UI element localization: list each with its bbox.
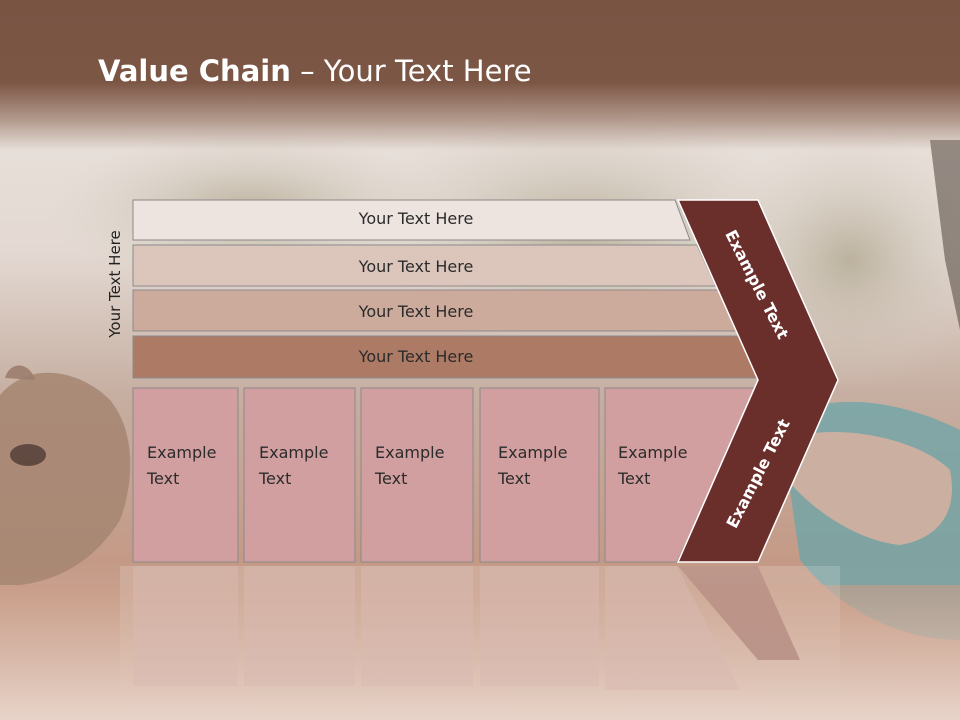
columns-group: Example Text Example Text Example Text E… [132, 387, 761, 563]
column-5-line1: Example [618, 443, 687, 462]
column-1-line1: Example [147, 443, 216, 462]
column-3-line1: Example [375, 443, 444, 462]
column-5-line2: Text [617, 469, 650, 488]
column-4[interactable] [479, 387, 600, 563]
slide-title-rest: – Your Text Here [290, 54, 532, 88]
column-2-line1: Example [259, 443, 328, 462]
slide-title-bold: Value Chain [98, 54, 291, 88]
margin-chevron: Example Text Example Text [676, 199, 839, 563]
column-3-line2: Text [374, 469, 407, 488]
bar-4-label: Your Text Here [358, 347, 474, 366]
column-3[interactable] [360, 387, 474, 563]
column-2[interactable] [243, 387, 356, 563]
column-1-line2: Text [146, 469, 179, 488]
column-4-line1: Example [498, 443, 567, 462]
reflection [120, 566, 840, 696]
bars-group: Your Text Here Your Text Here Your Text … [132, 199, 763, 379]
bar-3-label: Your Text Here [358, 302, 474, 321]
column-4-line2: Text [497, 469, 530, 488]
bar-1[interactable] [132, 199, 691, 241]
bar-2-label: Your Text Here [358, 257, 474, 276]
title-band [0, 0, 960, 150]
column-5[interactable] [604, 387, 761, 563]
column-1[interactable] [132, 387, 239, 563]
chevron-shape[interactable] [676, 199, 839, 563]
bar-1-label: Your Text Here [358, 209, 474, 228]
column-2-line2: Text [258, 469, 291, 488]
slide-title: Value Chain – Your Text Here [98, 54, 532, 88]
